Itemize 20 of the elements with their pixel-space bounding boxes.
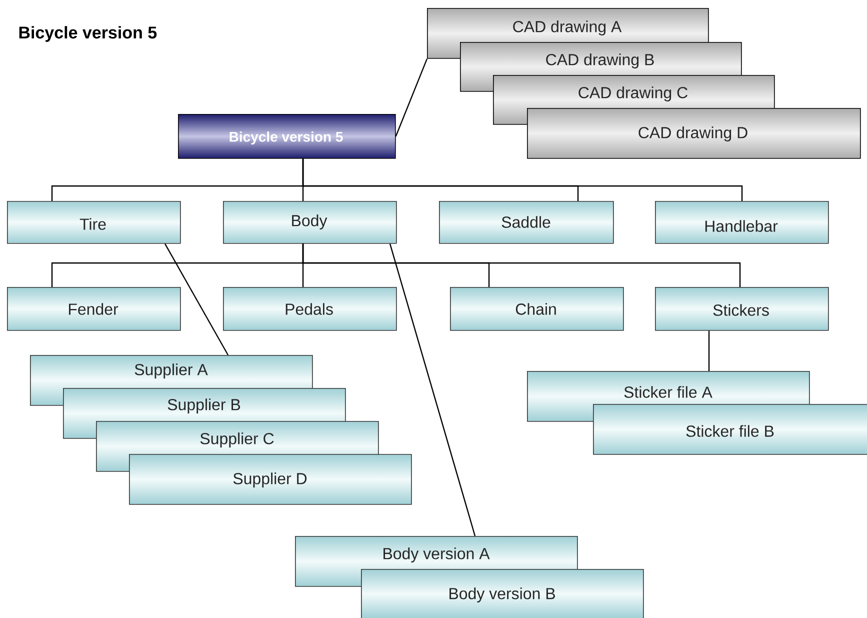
drawing-box: CAD drawing D (527, 108, 861, 159)
title: Bicycle version 5 (19, 26, 157, 42)
part-box: Body (223, 201, 397, 244)
part-box: Sticker file B (593, 404, 867, 455)
part-box: Fender (7, 287, 181, 331)
connector (164, 244, 229, 356)
product-box: Bicycle version 5 (178, 114, 396, 159)
part-box: Handlebar (655, 201, 829, 244)
connector (395, 58, 428, 137)
part-box: Saddle (439, 201, 614, 244)
part-box: Chain (450, 287, 624, 331)
connector (389, 244, 476, 536)
part-box: Stickers (655, 287, 829, 331)
connector (302, 244, 741, 287)
part-box: Pedals (223, 287, 397, 331)
part-box: Tire (7, 201, 181, 244)
connector (302, 158, 743, 201)
part-box: Supplier D (129, 454, 412, 505)
part-box: Body version B (361, 569, 644, 618)
connector (708, 330, 710, 371)
